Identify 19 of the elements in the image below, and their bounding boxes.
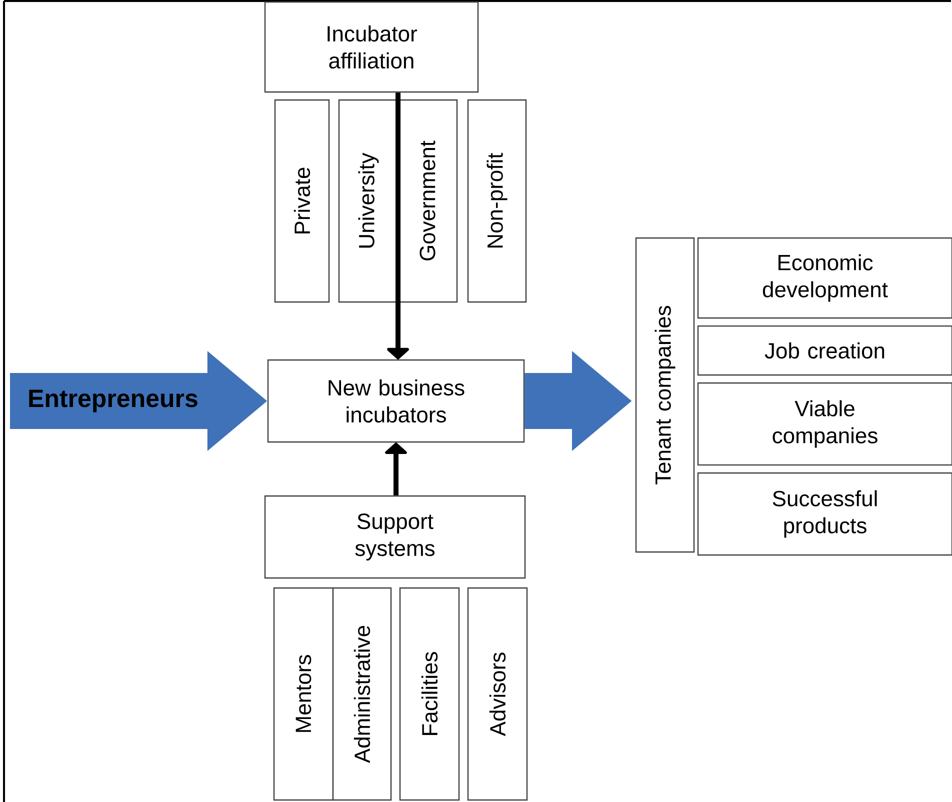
process-box: Economic development [697,237,952,319]
category-box: Advisors [467,587,528,801]
category-box: Facilities [399,587,460,801]
category-box: Non-profit [467,99,527,303]
edge-label: Entrepreneurs [26,388,200,414]
process-box: New business incubators [267,359,525,443]
category-box: Government [397,99,458,303]
process-box: Successful products [697,472,952,556]
category-box: Mentors [273,587,334,801]
process-box: Viable companies [697,382,952,466]
category-box: Tenant companies [635,237,695,553]
process-box: Job creation [697,325,952,376]
category-box: University [338,99,399,303]
arrow [385,442,407,496]
category-box: Administrative [332,587,392,801]
process-box: Incubator affiliation [264,1,479,93]
arrow [387,92,409,360]
category-box: Private [274,99,330,303]
process-box: Support systems [264,495,526,579]
